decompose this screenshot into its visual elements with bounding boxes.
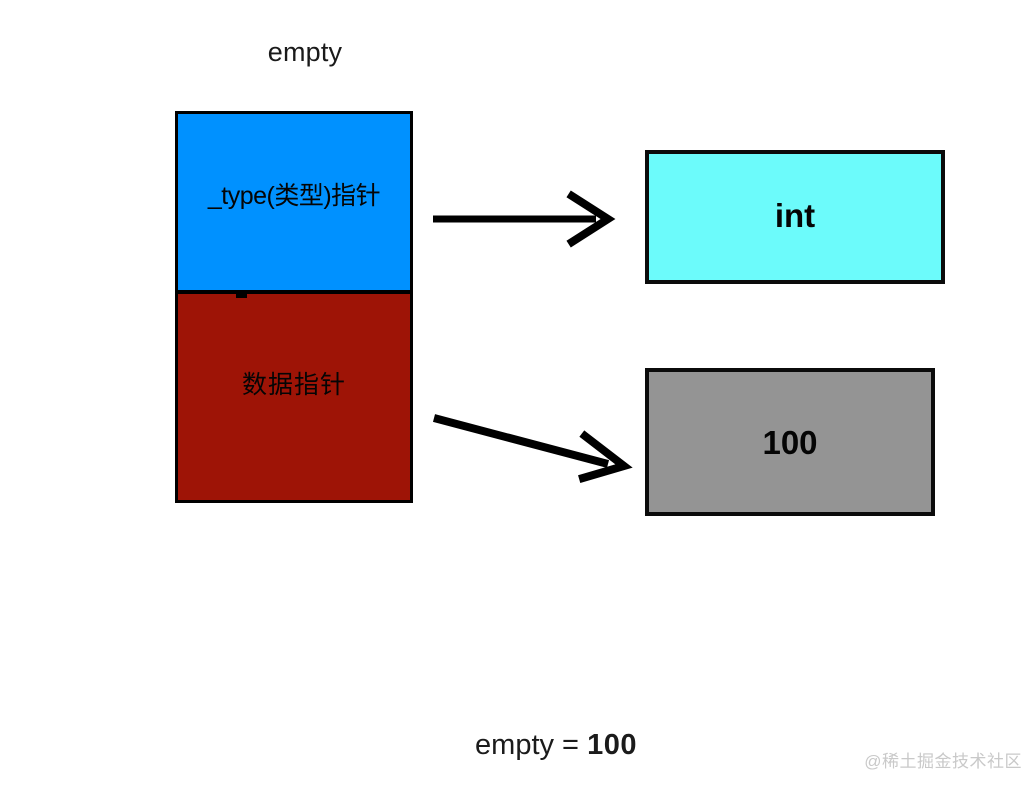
caption-expression: empty = (475, 729, 579, 761)
type-pointer-label: _type(类型)指针 (207, 181, 381, 210)
watermark: @稀土掘金技术社区 (864, 752, 1022, 771)
data-pointer-arrow (432, 414, 633, 483)
struct-title: empty (267, 37, 343, 67)
interface-struct-block: _type(类型)指针 数据指针 (175, 111, 413, 503)
caption: empty = 100 (386, 729, 726, 762)
divider-nub (236, 291, 247, 298)
data-pointer-cell: 数据指针 (178, 294, 410, 500)
value-target-label: 100 (762, 423, 818, 461)
value-target-box: 100 (645, 368, 935, 516)
type-pointer-arrow (433, 190, 616, 248)
data-pointer-label: 数据指针 (241, 370, 346, 399)
type-target-box: int (645, 150, 945, 284)
caption-value: 100 (587, 729, 637, 761)
type-target-label: int (774, 196, 816, 234)
type-pointer-cell: _type(类型)指针 (178, 114, 410, 294)
